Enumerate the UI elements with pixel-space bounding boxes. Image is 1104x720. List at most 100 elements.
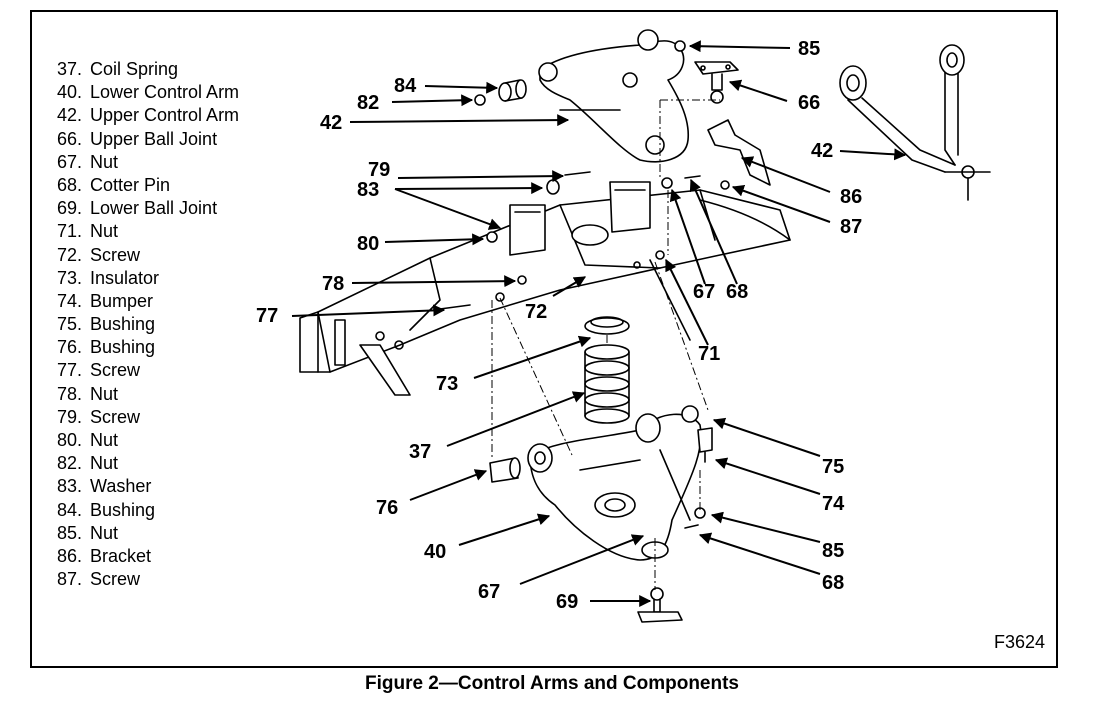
legend-item: 84.Bushing bbox=[48, 499, 239, 522]
legend-number: 67. bbox=[56, 151, 82, 172]
legend-number: 73. bbox=[56, 267, 82, 288]
callout-85-top: 85 bbox=[798, 38, 820, 60]
callout-69: 69 bbox=[556, 591, 578, 613]
callout-40: 40 bbox=[424, 541, 446, 563]
callout-71: 71 bbox=[698, 343, 720, 365]
legend-item: 77. Screw bbox=[48, 359, 239, 382]
callout-68-bottom: 68 bbox=[822, 572, 844, 594]
assembly-guide-lines bbox=[491, 99, 720, 590]
legend-number: 69. bbox=[56, 198, 82, 219]
legend-item: 75.Bushing bbox=[48, 313, 239, 336]
legend-item: 69. Lower Ball Joint bbox=[48, 197, 239, 220]
callout-42-left: 42 bbox=[320, 112, 342, 134]
callout-42-right: 42 bbox=[811, 140, 833, 162]
lower-ball-joint-drawing bbox=[637, 587, 683, 623]
callout-86: 86 bbox=[840, 186, 862, 208]
callout-72: 72 bbox=[525, 301, 547, 323]
legend-item: 66.Upper Ball Joint bbox=[48, 128, 239, 151]
callout-79: 79 bbox=[368, 159, 390, 181]
legend-label: Bushing bbox=[90, 337, 156, 358]
legend-label: Screw bbox=[90, 244, 141, 265]
legend-number: 42. bbox=[56, 105, 82, 126]
callout-67-bottom: 67 bbox=[478, 581, 500, 603]
callout-75: 75 bbox=[822, 456, 844, 478]
legend-item: 86. Bracket bbox=[48, 545, 239, 568]
frame-brackets bbox=[509, 181, 651, 256]
legend-item: 82. Nut bbox=[48, 452, 239, 475]
callout-87: 87 bbox=[840, 216, 862, 238]
legend-item: 76. Bushing bbox=[48, 336, 239, 359]
figure-caption: Figure 2—Control Arms and Components bbox=[364, 673, 740, 694]
figure-frame bbox=[30, 10, 1058, 668]
legend-item: 83. Washer bbox=[48, 475, 239, 498]
legend-number: 76. bbox=[56, 337, 82, 358]
legend-label: Upper Control Arm bbox=[90, 105, 240, 126]
callout-77: 77 bbox=[256, 305, 278, 327]
legend-label: Nut bbox=[90, 453, 119, 474]
bracket-drawing bbox=[661, 119, 771, 190]
upper-ball-joint-drawing bbox=[674, 40, 739, 104]
legend-number: 82. bbox=[56, 453, 82, 474]
legend-number: 79. bbox=[56, 406, 82, 427]
legend-number: 66. bbox=[56, 128, 82, 149]
callout-78: 78 bbox=[322, 273, 344, 295]
callout-83: 83 bbox=[357, 179, 379, 201]
legend-item: 72. Screw bbox=[48, 244, 239, 267]
legend-number: 75. bbox=[56, 314, 82, 335]
legend-item: 79.Screw bbox=[48, 406, 239, 429]
callout-73: 73 bbox=[436, 373, 458, 395]
legend-number: 85. bbox=[56, 522, 82, 543]
upper-bushing-drawing bbox=[474, 79, 527, 106]
legend-item: 37. Coil Spring bbox=[48, 58, 239, 81]
upper-control-arm-drawing bbox=[538, 29, 690, 163]
legend-label: Nut bbox=[90, 522, 119, 543]
legend-item: 85. Nut bbox=[48, 522, 239, 545]
legend-item: 74. Bumper bbox=[48, 290, 239, 313]
legend-label: Nut bbox=[90, 151, 119, 172]
callout-84: 84 bbox=[394, 75, 417, 97]
callout-85-bottom: 85 bbox=[822, 540, 844, 562]
legend-label: Nut bbox=[90, 383, 119, 404]
legend-item: 67. Nut bbox=[48, 151, 239, 174]
lower-control-arm-drawing bbox=[527, 413, 702, 561]
legend-label: Bumper bbox=[90, 290, 154, 311]
legend-label: Screw bbox=[90, 360, 141, 381]
callout-67-mid: 67 bbox=[693, 281, 715, 303]
legend-item: 42. Upper Control Arm bbox=[48, 104, 239, 127]
legend-number: 87. bbox=[56, 569, 82, 590]
legend-label: Screw bbox=[90, 569, 141, 590]
legend-item: 80.Nut bbox=[48, 429, 239, 452]
legend-item: 78. Nut bbox=[48, 383, 239, 406]
parts-legend: 37. Coil Spring 40. Lower Control Arm 42. U… bbox=[48, 58, 239, 591]
legend-number: 40. bbox=[56, 82, 82, 103]
legend-number: 83. bbox=[56, 476, 82, 497]
legend-number: 71. bbox=[56, 221, 82, 242]
upper-control-arm-side-view bbox=[839, 44, 991, 201]
frame-crossmember bbox=[299, 189, 791, 396]
legend-number: 72. bbox=[56, 244, 82, 265]
legend-number: 78. bbox=[56, 383, 82, 404]
legend-label: Lower Control Arm bbox=[90, 82, 240, 103]
legend-item: 40. Lower Control Arm bbox=[48, 81, 239, 104]
callout-74: 74 bbox=[822, 493, 845, 515]
callout-82: 82 bbox=[357, 92, 379, 114]
legend-label: Lower Ball Joint bbox=[90, 198, 218, 219]
legend-label: Bushing bbox=[90, 499, 156, 520]
legend-label: Washer bbox=[90, 476, 152, 497]
callout-labels: 85 84 82 66 42 42 79 83 86 87 80 78 67 6… bbox=[256, 38, 862, 613]
legend-number: 37. bbox=[56, 59, 82, 79]
figure-id: F3624 bbox=[994, 632, 1046, 652]
legend-number: 74. bbox=[56, 290, 82, 311]
callout-37: 37 bbox=[409, 441, 431, 463]
legend-label: Coil Spring bbox=[90, 59, 179, 79]
legend-number: 77. bbox=[56, 360, 82, 381]
legend-label: Bracket bbox=[90, 545, 152, 566]
legend-number: 86. bbox=[56, 545, 82, 566]
legend-number: 68. bbox=[56, 174, 82, 195]
legend-label: Nut bbox=[90, 430, 119, 450]
legend-label: Cotter Pin bbox=[90, 174, 171, 195]
callout-leaders bbox=[291, 40, 907, 607]
callout-68-mid: 68 bbox=[726, 281, 748, 303]
callout-66: 66 bbox=[798, 92, 820, 114]
